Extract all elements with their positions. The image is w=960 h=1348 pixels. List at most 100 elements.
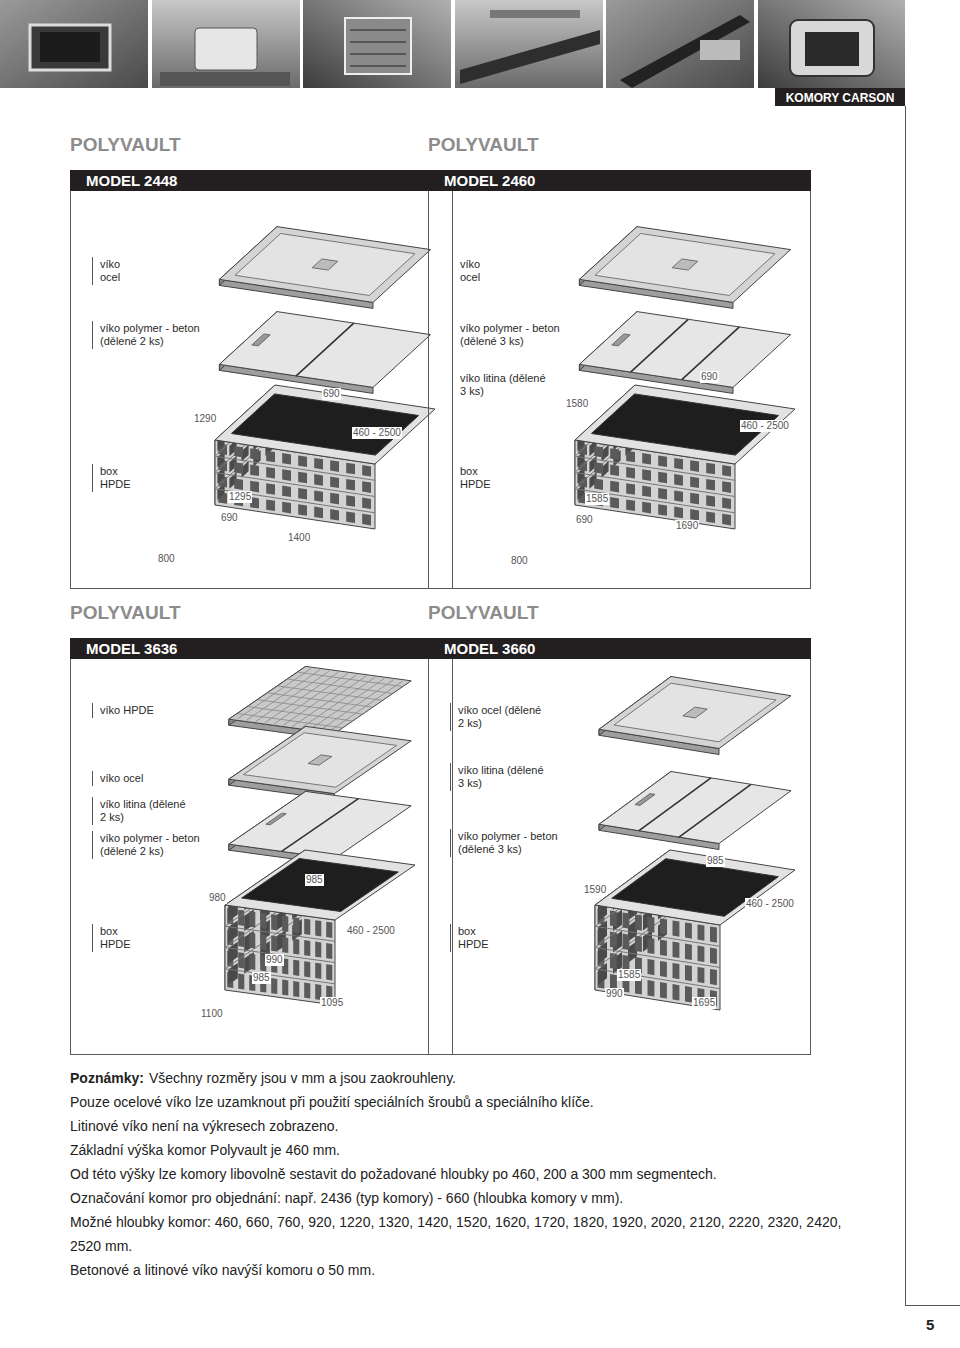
box-rib-cell [234, 478, 243, 490]
box-rib-cell [698, 924, 705, 940]
box-rib-cell [698, 967, 705, 983]
grating-bar [258, 700, 361, 714]
box-rib [595, 969, 720, 989]
part-label: víko HPDE [100, 704, 200, 717]
dimension-label: 690 [220, 512, 239, 524]
box-rib-cell [710, 926, 717, 942]
steel-lid-panel [595, 234, 775, 296]
box-rib-cell [304, 961, 310, 977]
lid-handle [612, 334, 630, 346]
box-rib-cell [315, 942, 321, 958]
box-rib-cell [642, 453, 651, 465]
grating-bar [298, 672, 401, 686]
dimension-label: 990 [265, 954, 284, 966]
box-rib-cell [234, 462, 243, 474]
page-number: 5 [926, 1316, 934, 1333]
box-rib-cell [298, 472, 307, 484]
dimension-label: 1590 [583, 884, 607, 896]
product-heading: POLYVAULT [70, 130, 181, 157]
dimension-label: 990 [605, 988, 624, 1000]
part-label: box HPDE [458, 925, 498, 951]
box-rib-cell [266, 451, 275, 463]
model-bar: MODEL 2460 [428, 170, 811, 191]
box-rib-cell [249, 933, 255, 949]
box-rib-cell [610, 465, 619, 477]
part-label: víko ocel [460, 258, 500, 284]
model-bar: MODEL 3660 [428, 638, 811, 659]
box-rib-cell [330, 477, 339, 489]
box-rib-cell [266, 483, 275, 495]
model-bar: MODEL 2448 [70, 170, 453, 191]
box-rib-cell [673, 963, 680, 979]
box-rib-cell [623, 912, 630, 928]
box-rib-cell [282, 937, 288, 953]
box-rib-cell [690, 477, 699, 489]
box-rib-cell [266, 499, 275, 511]
lid-lock [672, 259, 698, 270]
notes-heading: Poznámky: [70, 1070, 144, 1086]
box-rib-cell [330, 509, 339, 521]
model-title: MODEL 3636 [70, 638, 177, 659]
note-line: Označování komor pro objednání: např. 24… [70, 1186, 850, 1210]
box-rib-cell [658, 472, 667, 484]
box-rib-cell [234, 446, 243, 458]
photo-4 [455, 0, 603, 88]
photo-2 [152, 0, 300, 88]
box-rib-cell [690, 509, 699, 521]
polymer-concrete-lid [219, 312, 430, 388]
part-label: víko polymer - beton (dělené 2 ks) [100, 322, 225, 348]
box-rib-cell [594, 462, 603, 474]
photo-3 [303, 0, 451, 88]
box-rib-cell [260, 913, 266, 929]
lid-split [639, 778, 711, 831]
box-rib-cell [250, 465, 259, 477]
box-rib-cell [658, 456, 667, 468]
box-rim [225, 850, 415, 920]
label-bracket [450, 829, 451, 857]
note-line: Všechny rozměry jsou v mm a jsou zaokrou… [149, 1070, 456, 1086]
lid-handle [252, 334, 270, 346]
part-label: víko ocel [100, 258, 140, 284]
photo-6 [758, 0, 905, 88]
box-rib-cell [238, 952, 244, 968]
box-rib-cell [673, 942, 680, 958]
label-bracket [92, 924, 93, 952]
box-rib-cell [260, 934, 266, 950]
box-rim [215, 385, 435, 464]
box-rib-cell [238, 974, 244, 990]
box-rib-cell [282, 980, 288, 996]
box-rib-cell [674, 507, 683, 519]
box-rib-cell [293, 960, 299, 976]
box-rib-cell [326, 922, 332, 938]
box-rib-cell [282, 469, 291, 481]
steel-lid [229, 726, 411, 793]
box-rib-cell [362, 481, 371, 493]
box-rib [225, 914, 305, 969]
dimension-label: 460 - 2500 [745, 898, 795, 910]
box-rib-cell [238, 931, 244, 947]
box-rib-cell [674, 474, 683, 486]
box-rib-cell [642, 486, 651, 498]
box-rib-cell [362, 514, 371, 526]
box-rib-cell [690, 460, 699, 472]
box-rib-cell [293, 981, 299, 997]
section-band: KOMORY CARSON [775, 88, 905, 106]
lid-split [296, 323, 354, 376]
model-title: MODEL 3660 [428, 638, 535, 659]
steel-lid-panel [235, 234, 415, 296]
lid-handle [266, 813, 286, 825]
box-rib-cell [722, 498, 731, 510]
polymer-concrete-lid [579, 312, 790, 388]
box-rib-cell [706, 511, 715, 523]
box-rib-cell [660, 961, 667, 977]
part-label: box HPDE [100, 465, 140, 491]
box-rib-cell [315, 963, 321, 979]
model-panel: POLYVAULTMODEL 2460 [428, 130, 811, 589]
label-bracket [92, 831, 93, 859]
box-rib [225, 969, 335, 984]
dimension-label: 1290 [193, 413, 217, 425]
notes-row: Poznámky: Všechny rozměry jsou v mm a jso… [70, 1066, 850, 1090]
box-rib [595, 926, 720, 946]
box-rib [595, 914, 670, 969]
box-rib-cell [610, 448, 619, 460]
